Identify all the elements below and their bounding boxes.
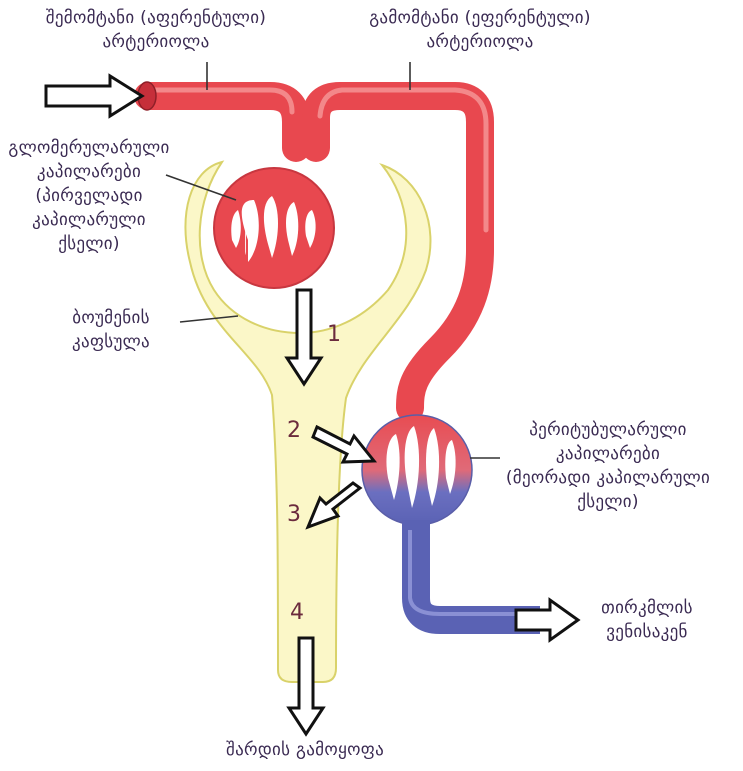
- step-number-2: 2: [287, 418, 301, 443]
- step-number-4: 4: [290, 600, 304, 625]
- renal-vein-vessel: [416, 520, 540, 620]
- efferent-arteriole-label: გამომტანი (ეფერენტული) არტერიოლა: [330, 6, 630, 54]
- glomerular-capillaries-label: გლომერულარული კაპილარები (პირველადი კაპი…: [4, 136, 174, 256]
- bowman-capsule-label: ბოუმენის კაფსულა: [52, 306, 170, 354]
- step-number-1: 1: [327, 322, 341, 347]
- peritubular-capillaries-label: პერიტუბულარული კაპილარები (მეორადი კაპილ…: [478, 418, 738, 514]
- step-number-3: 3: [287, 502, 301, 527]
- afferent-arteriole-label: შემომტანი (აფერენტული) არტერიოლა: [6, 6, 306, 54]
- glomerular-capillaries: [214, 168, 334, 288]
- arrow-inflow: [46, 76, 142, 116]
- urine-excretion-label: შარდის გამოყოფა: [170, 738, 440, 762]
- renal-vein-label: თირკმლის ვენისაკენ: [582, 596, 712, 644]
- peritubular-capillaries: [362, 415, 472, 525]
